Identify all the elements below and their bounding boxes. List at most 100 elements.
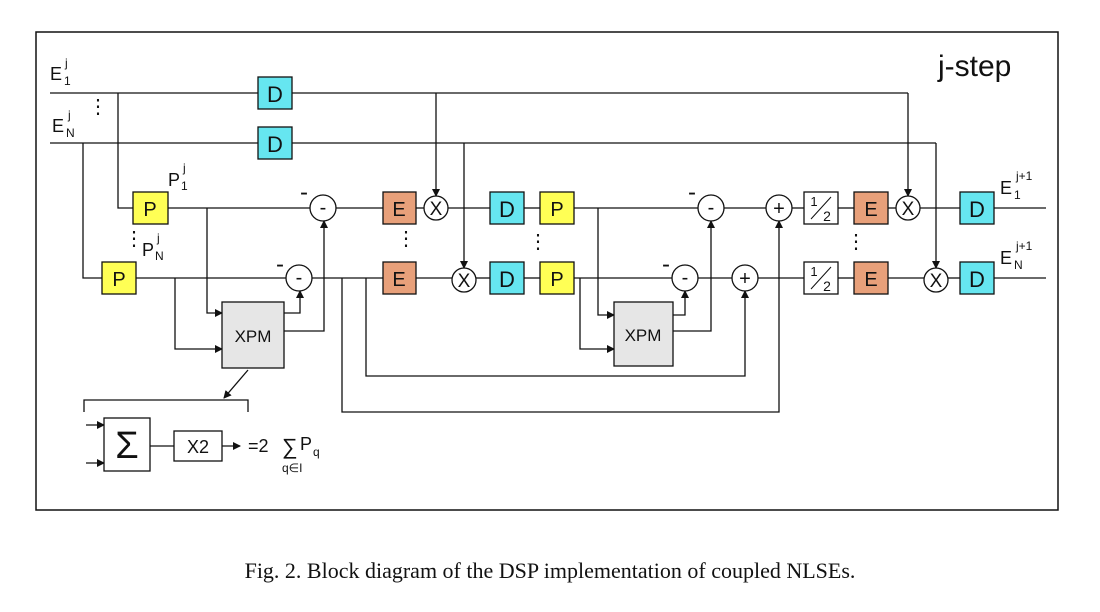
svg-text:E: E <box>1000 248 1012 268</box>
svg-text:1: 1 <box>810 194 817 209</box>
svg-text:1: 1 <box>181 179 188 193</box>
svg-text:j: j <box>64 56 68 70</box>
svg-text:q: q <box>313 445 320 459</box>
delay-block-out-1: D <box>959 191 995 225</box>
svg-text:q∈I: q∈I <box>282 461 302 475</box>
svg-text:N: N <box>66 126 75 140</box>
figure-caption: Fig. 2. Block diagram of the DSP impleme… <box>244 558 856 583</box>
svg-text:D: D <box>499 197 515 222</box>
svg-text:P: P <box>300 434 312 454</box>
svg-text:D: D <box>969 267 985 292</box>
output-label-e1: E 1 j+1 <box>1000 169 1033 202</box>
svg-text:+: + <box>739 268 751 290</box>
power-label-p1: P 1 j <box>168 161 188 193</box>
svg-text:X: X <box>458 271 471 292</box>
svg-text:-: - <box>296 267 303 289</box>
svg-text:∑: ∑ <box>282 434 298 459</box>
xpm-block-1: XPM <box>221 301 285 369</box>
delay-block-mid-1: D <box>489 191 525 225</box>
multiply-node-1a: X <box>423 195 449 221</box>
svg-text:Σ: Σ <box>115 425 139 467</box>
svg-text:⋮: ⋮ <box>396 228 416 250</box>
sum-formula: =2 ∑ P q q∈I <box>248 434 320 475</box>
svg-text:E: E <box>864 269 877 291</box>
power-block-n: P <box>101 261 137 295</box>
half-block-n: 1 2 <box>803 261 839 295</box>
svg-text:X: X <box>930 271 943 292</box>
svg-text:-: - <box>300 179 308 206</box>
svg-text:X2: X2 <box>187 437 209 457</box>
svg-text:⋮: ⋮ <box>88 96 108 118</box>
exp-block-nb: E <box>853 261 889 295</box>
subtract-node-na: - <box>285 264 313 292</box>
svg-text:=2: =2 <box>248 436 269 456</box>
svg-text:N: N <box>1014 258 1023 272</box>
svg-text:2: 2 <box>823 208 831 224</box>
delay-block-out-n: D <box>959 261 995 295</box>
power-label-pn: P N j <box>142 231 164 263</box>
multiply-node-na: X <box>451 267 477 293</box>
power-block-mid-1: P <box>539 191 575 225</box>
half-block-1: 1 2 <box>803 191 839 225</box>
delay-block-top-1: D <box>257 76 293 110</box>
svg-text:X: X <box>430 199 443 220</box>
svg-text:-: - <box>662 251 670 278</box>
svg-text:P: P <box>550 269 563 291</box>
subtract-node-1b: - <box>697 194 725 222</box>
multiply-node-1b: X <box>895 195 921 221</box>
input-label-e1: E 1 j <box>50 56 71 88</box>
svg-text:-: - <box>682 267 689 289</box>
svg-text:D: D <box>499 267 515 292</box>
step-label: j-step <box>937 50 1011 83</box>
svg-text:1: 1 <box>810 264 817 279</box>
svg-text:N: N <box>155 249 164 263</box>
add-node-n: + <box>731 264 759 292</box>
svg-text:X: X <box>902 199 915 220</box>
minus-labels: - - - - <box>276 179 696 278</box>
svg-text:D: D <box>267 82 283 107</box>
x2-block: X2 <box>173 430 223 462</box>
svg-text:j+1: j+1 <box>1015 239 1033 253</box>
svg-text:E: E <box>50 64 62 84</box>
svg-text:-: - <box>708 197 715 219</box>
svg-text:P: P <box>168 170 180 190</box>
svg-text:j: j <box>156 231 160 245</box>
svg-text:1: 1 <box>64 74 71 88</box>
svg-text:XPM: XPM <box>235 327 272 346</box>
svg-text:⋮: ⋮ <box>124 228 144 250</box>
input-label-en: E N j <box>52 108 75 140</box>
multiply-node-nb: X <box>923 267 949 293</box>
svg-text:E: E <box>392 199 405 221</box>
svg-text:2: 2 <box>823 278 831 294</box>
add-node-1: + <box>765 194 793 222</box>
svg-text:1: 1 <box>1014 188 1021 202</box>
delay-block-mid-n: D <box>489 261 525 295</box>
svg-text:j+1: j+1 <box>1015 169 1033 183</box>
svg-text:⋮: ⋮ <box>846 231 866 253</box>
subtract-node-1a: - <box>309 194 337 222</box>
svg-text:D: D <box>969 197 985 222</box>
svg-text:E: E <box>864 199 877 221</box>
svg-text:⋮: ⋮ <box>528 231 548 253</box>
exp-block-na: E <box>382 261 417 295</box>
svg-text:E: E <box>1000 178 1012 198</box>
delay-block-top-n: D <box>257 126 293 160</box>
svg-text:-: - <box>320 197 327 219</box>
svg-text:P: P <box>142 240 154 260</box>
exp-block-1a: E <box>382 191 417 225</box>
svg-text:P: P <box>550 199 563 221</box>
subtract-node-nb: - <box>671 264 699 292</box>
output-label-en: E N j+1 <box>1000 239 1033 272</box>
svg-text:+: + <box>773 198 785 220</box>
sum-block: Σ <box>103 417 151 472</box>
svg-text:D: D <box>267 132 283 157</box>
xpm-block-2: XPM <box>613 301 674 367</box>
svg-text:P: P <box>112 269 125 291</box>
power-block-1: P <box>132 191 169 225</box>
ellipsis-markers: ⋮ ⋮ ⋮ ⋮ ⋮ <box>88 96 866 253</box>
svg-text:E: E <box>52 116 64 136</box>
svg-text:XPM: XPM <box>625 326 662 345</box>
svg-text:j: j <box>67 108 71 122</box>
power-block-mid-n: P <box>539 261 575 295</box>
